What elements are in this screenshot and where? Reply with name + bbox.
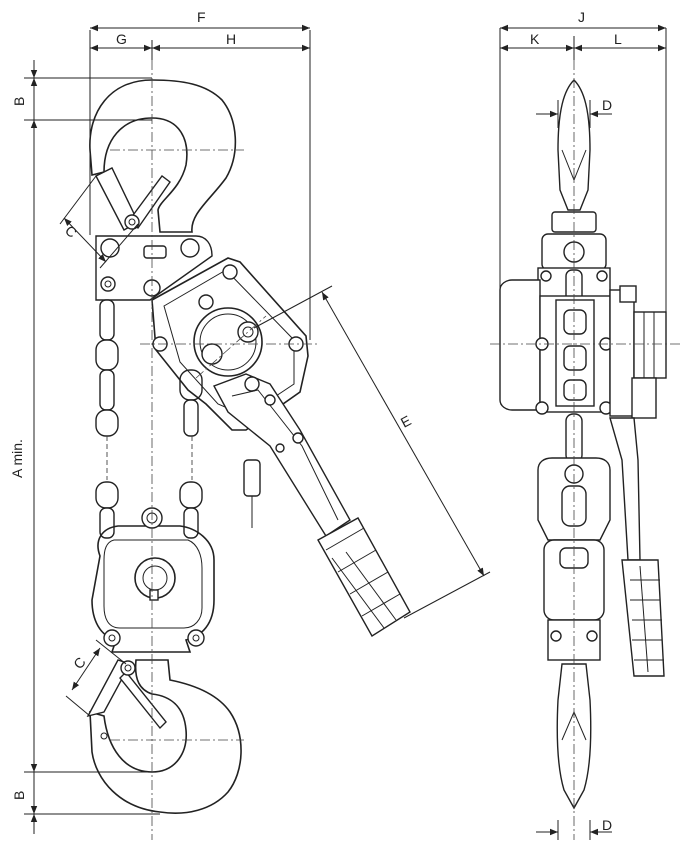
side-view: J K L D D [490,9,680,840]
dim-label-d-top: D [602,97,612,113]
dim-label-k: K [530,31,540,47]
dim-label-l: L [614,31,622,47]
dimension-f-g-h [89,24,311,340]
side-housing [499,279,667,419]
side-lever [609,417,665,677]
dim-label-f: F [197,9,206,25]
dim-label-h: H [226,31,236,47]
dimension-b-bottom [24,752,152,834]
dimension-c-bottom [65,639,127,717]
dimension-d-top [536,100,612,128]
dimension-a [24,77,160,815]
dim-label-e: E [398,412,414,431]
dim-label-b-bottom: B [11,791,27,800]
dimension-b-top [24,60,152,140]
dim-label-c-top: C [62,222,80,241]
dim-label-b-top: B [11,97,27,106]
front-view: F G H A min. B B C [9,9,491,840]
dimension-c-top [59,175,139,269]
body-diagonal-centerline [195,315,267,379]
dimension-d-bottom [536,820,612,840]
lever-arm [213,373,411,637]
load-chain-left [95,299,119,539]
dimension-j-k-l [499,24,667,316]
bottom-hook [86,659,242,814]
dim-label-d-bottom: D [602,817,612,833]
top-hook-block [95,235,213,301]
dim-label-j: J [578,9,585,25]
load-chain-right [179,369,203,539]
top-hook [89,79,237,233]
side-bottom-block [537,457,611,661]
dim-label-g: G [116,31,127,47]
dim-label-a: A min. [9,439,25,478]
side-upper-block [537,233,611,305]
bottom-hook-block [91,507,215,653]
dimension-e [253,285,491,619]
